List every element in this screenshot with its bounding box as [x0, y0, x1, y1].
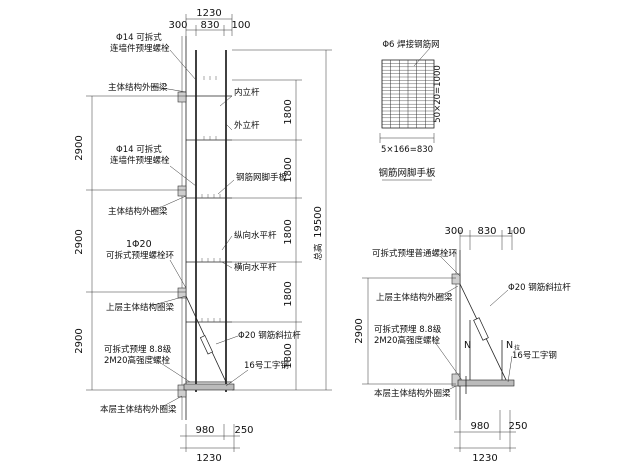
detail-bottom-dimensions: 980 250 1230 — [454, 410, 528, 464]
building-wall — [177, 36, 187, 420]
label-anchor-bolt-1b: 连墙件预埋螺栓 — [110, 43, 170, 54]
dim-top-middle: 830 — [200, 20, 219, 31]
mesh-panel-view: Φ6 焊接钢筋网 50×20=1000 5×166=830 钢筋网脚手板 — [378, 39, 443, 181]
elevation-view: 1230 300 830 100 — [74, 8, 332, 464]
detail-label-i-beam: 16号工字钢 — [512, 350, 557, 361]
story-height-3: 2900 — [74, 328, 85, 353]
elevation-labels: Φ14 可拆式 连墙件预埋螺栓 主体结构外圈梁 内立杆 外立杆 Φ14 可拆式 … — [100, 32, 301, 415]
detail-label-tie-rod: Φ20 钢筋斜拉杆 — [508, 282, 571, 293]
step-height-3: 1800 — [283, 219, 294, 244]
detail-label-n-right: N — [506, 340, 513, 351]
mesh-top-label: Φ6 焊接钢筋网 — [382, 39, 439, 50]
step-height-1: 1800 — [283, 99, 294, 124]
scaffold-poles — [195, 50, 227, 392]
mesh-title: 钢筋网脚手板 — [378, 167, 436, 179]
step-height-2: 1800 — [283, 157, 294, 182]
dim-top-right: 100 — [231, 20, 250, 31]
elevation-bottom-dimensions: 980 250 1230 — [180, 424, 254, 464]
detail-label-bolt-ring: 可拆式预埋普通螺栓环 — [372, 248, 458, 259]
label-hs-bolt-a: 可拆式预埋 8.8级 — [104, 344, 172, 355]
detail-label-upper-beam: 上层主体结构外圈梁 — [376, 292, 453, 303]
detail-view: 300 830 100 2900 可拆式预埋普通螺栓 — [354, 226, 571, 464]
label-longitudinal-bar: 纵向水平杆 — [234, 230, 277, 241]
label-mesh-board: 钢筋网脚手板 — [236, 172, 288, 183]
detail-leaders — [431, 255, 513, 393]
mesh-bottom-label: 5×166=830 — [381, 145, 433, 155]
i-beam-base — [183, 383, 235, 391]
detail-dim-top-middle: 830 — [477, 226, 496, 237]
detail-dim-top-right: 100 — [506, 226, 525, 237]
label-outer-pole: 外立杆 — [234, 120, 260, 131]
detail-dim-top-left: 300 — [444, 226, 463, 237]
label-upper-beam: 上层主体结构圈梁 — [106, 302, 175, 313]
elevation-top-dimensions: 1230 300 830 100 — [168, 8, 251, 36]
label-this-beam: 本层主体结构外圈梁 — [100, 404, 177, 415]
detail-top-dimensions: 300 830 100 — [444, 226, 526, 250]
label-tie-rod: Φ20 钢筋斜拉杆 — [238, 330, 301, 341]
detail-label-hs-bolt-b: 2M20高强度螺栓 — [374, 335, 441, 346]
story-dimensions: 2900 2900 2900 — [74, 95, 186, 391]
story-height-1: 2900 — [74, 135, 85, 160]
dim-bottom-right: 250 — [234, 425, 253, 436]
label-inner-pole: 内立杆 — [234, 87, 260, 98]
elevation-leaders — [149, 49, 249, 409]
label-bolt-ring-b: 可拆式预埋螺栓环 — [106, 250, 175, 261]
label-bolt-ring-a: 1Φ20 — [126, 239, 152, 250]
step-height-5: 1800 — [283, 343, 294, 368]
story-height-2: 2900 — [74, 229, 85, 254]
detail-label-this-beam: 本层主体结构外圈梁 — [374, 388, 451, 399]
total-height-label: 总高 — [313, 243, 324, 260]
step-height-4: 1800 — [283, 281, 294, 306]
label-beam-2: 主体结构外圈梁 — [108, 206, 168, 217]
label-anchor-bolt-1a: Φ14 可拆式 — [116, 32, 162, 43]
label-i-beam: 16号工字钢 — [244, 360, 289, 371]
detail-i-beam — [457, 379, 515, 387]
detail-dim-bottom-left: 980 — [470, 421, 489, 432]
detail-label-hs-bolt-a: 可拆式预埋 8.8级 — [374, 324, 442, 335]
step-dimensions: 1800 1800 1800 1800 1800 — [232, 79, 302, 391]
mesh-grid — [381, 59, 435, 129]
dim-bottom-left: 980 — [195, 425, 214, 436]
label-anchor-bolt-2a: Φ14 可拆式 — [116, 144, 162, 155]
label-hs-bolt-b: 2M20高强度螺栓 — [104, 355, 171, 366]
dim-bottom-overall: 1230 — [196, 453, 221, 464]
detail-label-n-left: N — [464, 340, 471, 351]
label-transverse-bar: 横向水平杆 — [234, 262, 277, 273]
label-anchor-bolt-2b: 连墙件预埋螺栓 — [110, 155, 170, 166]
detail-dim-bottom-overall: 1230 — [472, 453, 497, 464]
detail-labels: 可拆式预埋普通螺栓环 Φ20 钢筋斜拉杆 上层主体结构外圈梁 可拆式预埋 8.8… — [372, 248, 571, 399]
dim-top-left: 300 — [168, 20, 187, 31]
dim-top-overall: 1230 — [196, 8, 221, 19]
label-beam-1: 主体结构外圈梁 — [108, 82, 168, 93]
scaffold-levels — [183, 76, 235, 391]
total-height-value: 19500 — [313, 206, 324, 238]
mesh-side-label: 50×20=1000 — [433, 65, 443, 123]
detail-dim-bottom-right: 250 — [508, 421, 527, 432]
detail-height: 2900 — [354, 318, 365, 343]
detail-label-n-right-sub: 拉 — [514, 344, 520, 352]
total-height-dimension: 总高 19500 — [232, 49, 332, 391]
